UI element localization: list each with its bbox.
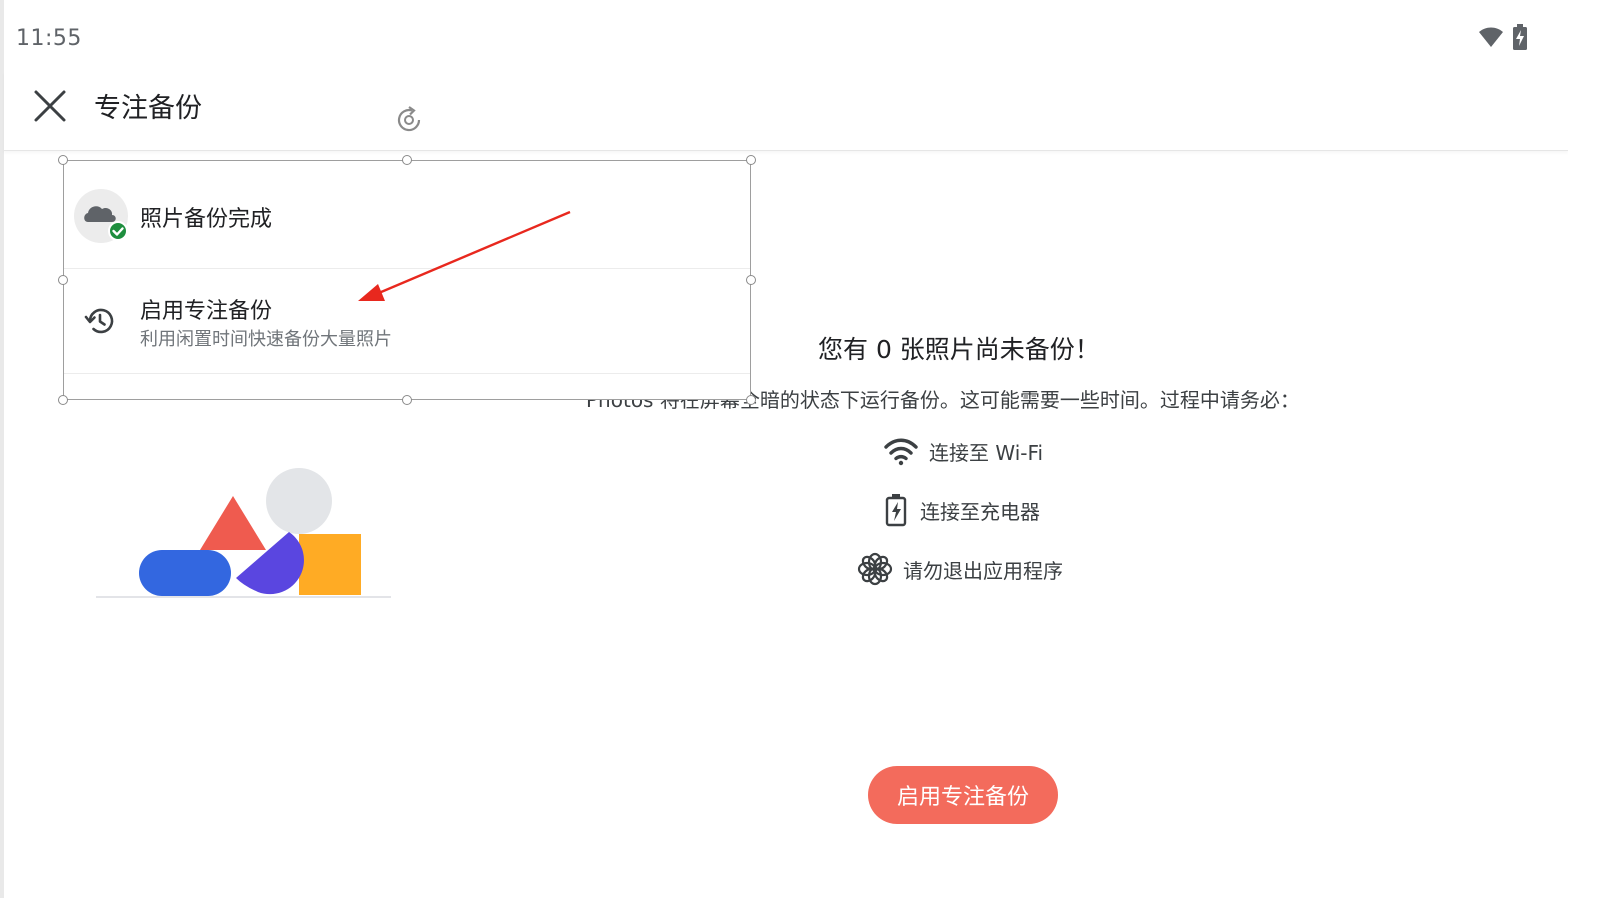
illustration-orange-square xyxy=(299,534,361,595)
backup-illustration xyxy=(96,468,391,598)
resize-handle-middle-right[interactable] xyxy=(746,275,756,285)
resize-handle-bottom-middle[interactable] xyxy=(402,395,412,405)
app-bar: 专注备份 xyxy=(4,72,1568,151)
app-flower-icon xyxy=(857,552,893,586)
history-icon xyxy=(84,308,114,334)
menu-item-enable-focus-backup[interactable]: 启用专注备份 利用闲置时间快速备份大量照片 xyxy=(64,269,750,374)
wifi-icon xyxy=(1479,27,1503,47)
menu-item-partial xyxy=(64,374,750,399)
window-right-margin xyxy=(1568,0,1604,898)
menu-item-backup-complete-label: 照片备份完成 xyxy=(140,207,273,232)
resize-handle-top-middle[interactable] xyxy=(402,155,412,165)
wifi-icon xyxy=(884,438,918,466)
resize-handle-middle-left[interactable] xyxy=(58,275,68,285)
close-icon[interactable] xyxy=(30,86,70,126)
illustration-red-triangle xyxy=(200,496,266,550)
requirement-charger-label: 连接至充电器 xyxy=(920,499,1040,524)
cloud-done-icon xyxy=(74,189,128,243)
status-bar: 11:55 xyxy=(0,0,1568,72)
illustration-blue-pill xyxy=(139,550,231,596)
page-title: 专注备份 xyxy=(94,93,202,124)
requirement-wifi: 连接至 Wi-Fi xyxy=(883,434,1043,468)
requirement-stay-in-app-label: 请勿退出应用程序 xyxy=(903,558,1063,583)
window-left-edge xyxy=(0,0,4,898)
battery-charging-icon xyxy=(885,494,907,527)
battery-charging-icon xyxy=(1513,24,1527,50)
rotate-handle-icon[interactable] xyxy=(393,104,425,136)
menu-item-enable-focus-backup-subtitle: 利用闲置时间快速备份大量照片 xyxy=(140,329,392,350)
enable-focus-backup-button[interactable]: 启用专注备份 xyxy=(868,766,1058,824)
resize-handle-top-left[interactable] xyxy=(58,155,68,165)
backup-count-headline: 您有 0 张照片尚未备份！ xyxy=(818,335,1100,364)
annotation-arrow-icon xyxy=(358,210,571,301)
illustration-purple-semicircle xyxy=(236,532,304,595)
requirement-stay-in-app: 请勿退出应用程序 xyxy=(857,552,1063,586)
menu-item-enable-focus-backup-title: 启用专注备份 xyxy=(140,299,273,324)
requirement-charger: 连接至充电器 xyxy=(882,493,1040,527)
resize-handle-bottom-right[interactable] xyxy=(746,395,756,405)
illustration-gray-circle xyxy=(266,468,332,534)
resize-handle-bottom-left[interactable] xyxy=(58,395,68,405)
menu-item-backup-complete: 照片备份完成 xyxy=(64,161,750,269)
resize-handle-top-right[interactable] xyxy=(746,155,756,165)
requirement-wifi-label: 连接至 Wi-Fi xyxy=(929,440,1044,465)
status-clock: 11:55 xyxy=(16,26,82,51)
